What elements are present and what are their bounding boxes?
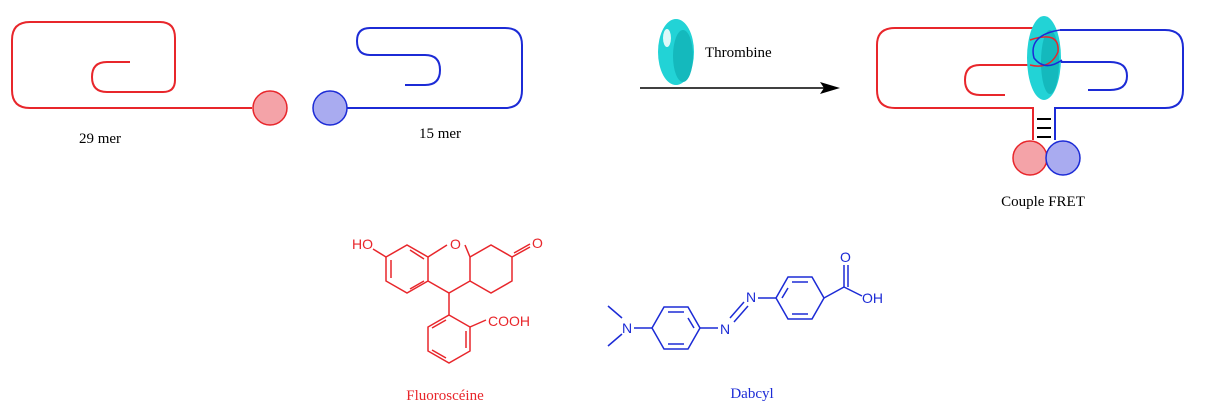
fluorescein-structure xyxy=(372,243,531,364)
aptamer-29mer xyxy=(11,21,252,109)
dabcyl-amine-n: N xyxy=(622,320,632,336)
dabcyl-azo-n2: N xyxy=(746,289,756,305)
complex-blue-strand xyxy=(1040,29,1184,140)
thrombin-icon xyxy=(658,19,694,85)
complex-quencher-bead xyxy=(1045,140,1081,176)
dabcyl-structure xyxy=(607,265,863,350)
dabcyl-azo-n1: N xyxy=(720,321,730,337)
fret-pair-label: Couple FRET xyxy=(1001,194,1085,210)
protein-label: Thrombine xyxy=(705,45,772,61)
fluorescein-ho: HO xyxy=(352,236,373,252)
fluorophore-bead xyxy=(252,90,288,126)
arrowhead-icon xyxy=(820,82,840,94)
aptamer-15mer xyxy=(347,27,523,109)
fluorophore-label: Fluoroscéine xyxy=(406,388,484,404)
fluorescein-ketone-o: O xyxy=(532,235,543,251)
strand-15-label: 15 mer xyxy=(419,126,461,142)
quencher-bead xyxy=(312,90,348,126)
complex-red-strand xyxy=(876,27,1042,140)
complex-fluorophore-bead xyxy=(1012,140,1048,176)
fluorescein-cooh: COOH xyxy=(488,313,530,329)
quencher-label: Dabcyl xyxy=(730,386,773,402)
strand-29-label: 29 mer xyxy=(79,131,121,147)
dabcyl-acid-oh: OH xyxy=(862,290,883,306)
dabcyl-acid-o: O xyxy=(840,249,851,265)
fret-complex xyxy=(876,16,1184,176)
fluorescein-ring-o: O xyxy=(450,236,461,252)
